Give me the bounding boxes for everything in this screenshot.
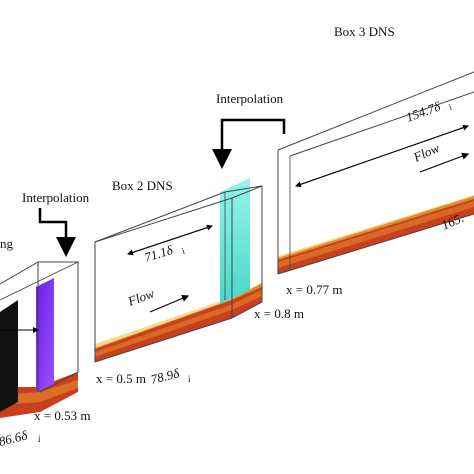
x-053-label: x = 0.53 m (34, 408, 90, 423)
x-077-label: x = 0.77 m (286, 282, 342, 297)
x-05-label: x = 0.5 m (96, 371, 146, 386)
interpolation-label-2: Interpolation (216, 91, 284, 106)
box-2: 71.1δ i Flow Box 2 DNS 78.9δ i x = 0.5 m… (94, 178, 304, 387)
box2-length-subscript: i (188, 374, 191, 384)
box1-title-fragment: ng (0, 236, 14, 251)
box1-black-plane (0, 300, 18, 412)
box2-height-subscript: i (181, 245, 187, 255)
box3-flow-label: Flow (410, 140, 442, 165)
box3-height-label: 154.7δ (404, 98, 443, 124)
box1-length-label: 86.6δ (0, 427, 30, 449)
box1-purple-plane (36, 278, 54, 392)
box2-length-label: 78.9δ (149, 365, 181, 387)
box2-title: Box 2 DNS (112, 178, 173, 193)
box-3: 154.7δ i Flow Box 3 DNS 165. x = 0.77 m (277, 24, 474, 297)
box2-cyan-plane (220, 178, 250, 304)
box2-flow-label: Flow (125, 285, 156, 309)
interpolation-arrow-2: Interpolation (212, 91, 286, 169)
box3-height-subscript: i (447, 101, 453, 111)
x-08-label: x = 0.8 m (254, 306, 304, 321)
box-1: ng 86.6δ i x = 0.53 m (0, 236, 90, 449)
interpolation-label-1: Interpolation (22, 190, 90, 205)
box1-length-subscript: i (38, 434, 41, 444)
box3-title: Box 3 DNS (334, 24, 395, 39)
interpolation-arrow-1: Interpolation (22, 190, 90, 257)
box2-height-label: 71.1δ (142, 242, 175, 265)
